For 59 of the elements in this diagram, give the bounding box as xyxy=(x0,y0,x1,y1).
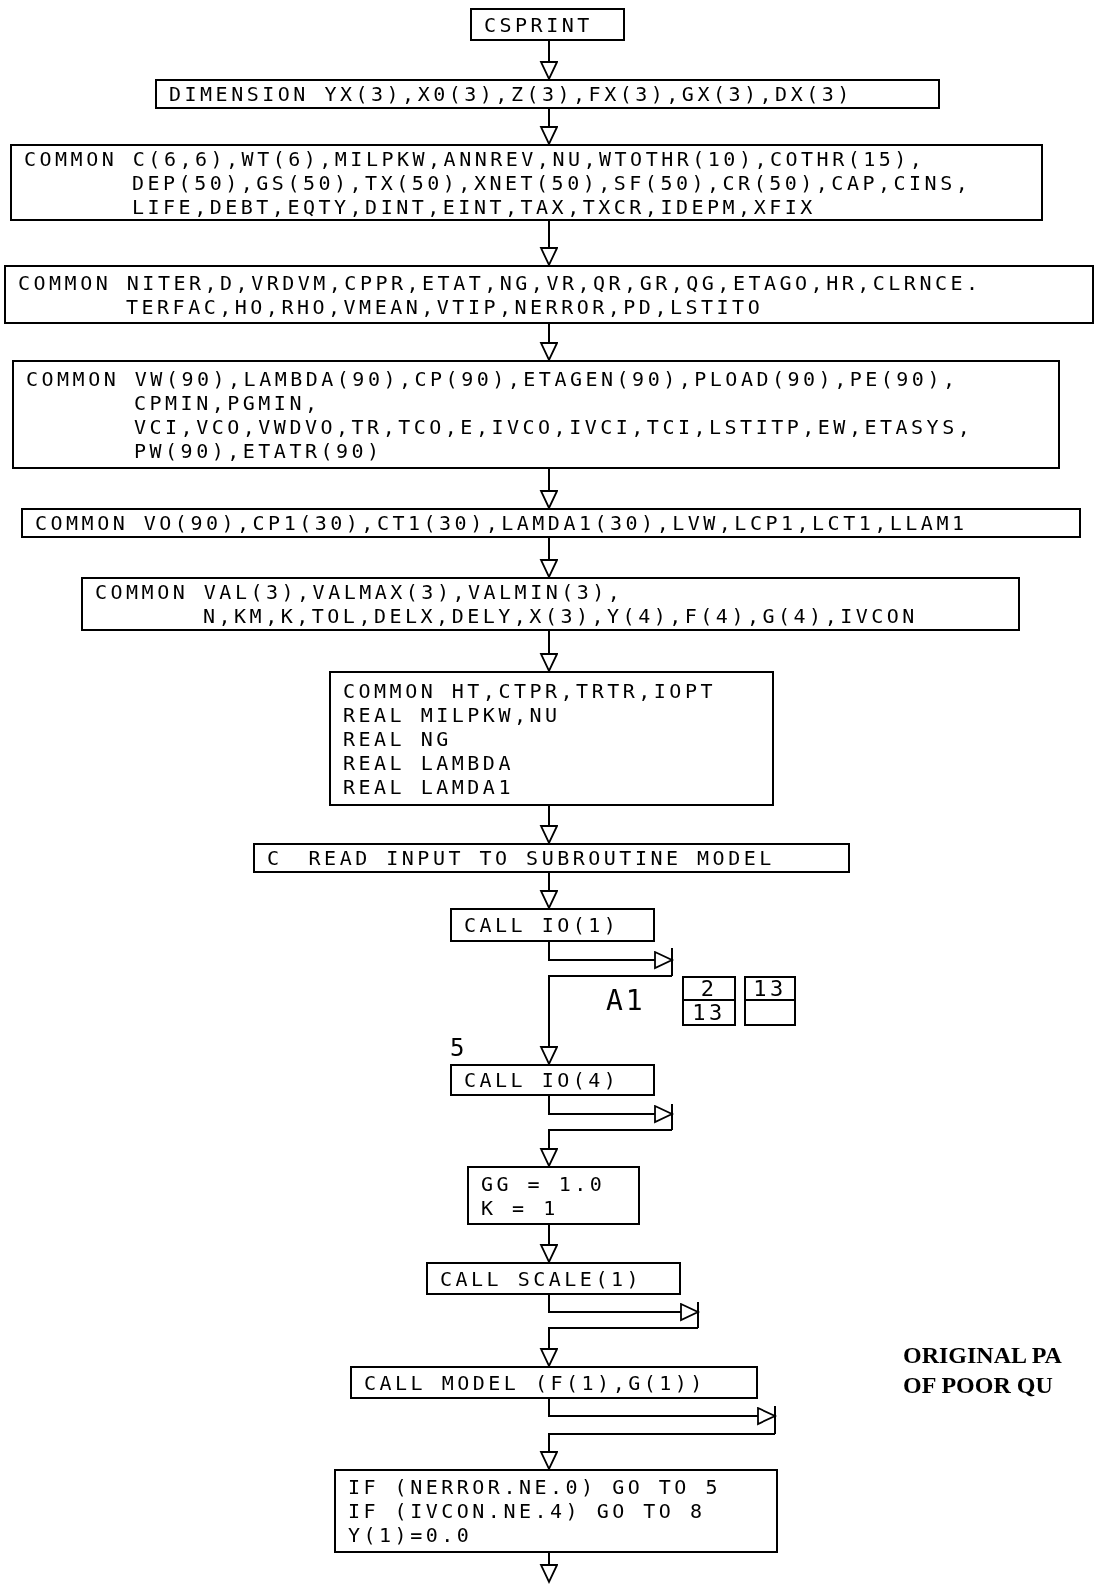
code-line: REAL NG xyxy=(343,726,453,751)
flow-arrow xyxy=(540,323,558,361)
code-statement: COMMON VAL(3),VALMAX(3),VALMIN(3), N,KM,K,TOL,DELX,DELY,X(3),Y(4),F(4),G(4),IVCON xyxy=(95,580,919,628)
code-line: READ INPUT TO SUBROUTINE MODEL xyxy=(308,846,775,870)
process-box xyxy=(4,265,1094,324)
code-line: IF (IVCON.NE.4) GO TO 8 xyxy=(348,1499,707,1523)
table-cell: 2 xyxy=(682,976,736,1001)
process-box xyxy=(155,79,940,109)
code-line: Y(1)=0.0 xyxy=(348,1523,474,1547)
process-box xyxy=(426,1262,681,1295)
code-line: DIMENSION YX(3),X0(3),Z(3),FX(3),GX(3),DX(3) xyxy=(169,82,854,106)
table-cell: 13 xyxy=(682,1001,736,1026)
process-box xyxy=(334,1469,778,1553)
flow-arrow xyxy=(540,941,673,1065)
process-box xyxy=(81,577,1020,631)
code-line: CALL IO(4) xyxy=(464,1068,621,1092)
process-box xyxy=(450,908,655,942)
process-box xyxy=(350,1366,758,1399)
connector-label: A1 xyxy=(606,983,646,1019)
code-line: CALL IO(1) xyxy=(464,913,621,937)
code-line: K = 1 xyxy=(481,1195,560,1220)
code-line: REAL MILPKW,NU xyxy=(343,702,562,727)
process-box xyxy=(253,843,850,873)
code-line: REAL LAMBDA xyxy=(343,750,515,775)
statement-number: 5 xyxy=(450,1036,468,1060)
flow-arrow xyxy=(540,872,558,909)
table-cell: 13 xyxy=(744,976,796,1001)
code-line: REAL LAMDA1 xyxy=(343,774,515,799)
code-line: CALL MODEL (F(1),G(1)) xyxy=(364,1370,707,1395)
process-box xyxy=(329,671,774,806)
code-line: IF (NERROR.NE.0) GO TO 5 xyxy=(348,1475,722,1499)
flow-arrow xyxy=(540,468,558,509)
flow-arrow xyxy=(540,1552,558,1583)
code-statement: COMMON NITER,D,VRDVM,CPPR,ETAT,NG,VR,QR,GR,QG,ETAGO,HR,CLRNCE. TERFAC,HO,RHO,VMEAN,VTIP,NERROR,PD,LSTITO xyxy=(18,270,983,319)
process-box xyxy=(467,1166,640,1225)
flow-arrow xyxy=(540,1398,776,1470)
flow-arrow xyxy=(540,1095,673,1167)
code-statement: COMMON C(6,6),WT(6),MILPKW,ANNREV,NU,WTOTHR(10),COTHR(15), DEP(50),GS(50),TX(50),XNET(50),SF(50),CR(50),CAP,CINS, LIFE,DEBT,EQTY,DINT,EINT,TAX,TXCR,IDEPM,XFIX xyxy=(24,146,973,219)
flow-arrow xyxy=(540,537,558,578)
code-line: COMMON HT,CTPR,TRTR,IOPT xyxy=(343,678,717,703)
code-line: C xyxy=(267,846,283,870)
code-line: GG = 1.0 xyxy=(481,1171,607,1196)
process-box xyxy=(450,1064,655,1096)
flow-arrow xyxy=(540,1294,699,1367)
stamp-text: OF POOR QU xyxy=(903,1371,1053,1400)
flow-arrow xyxy=(540,1224,558,1263)
code-statement: COMMON VW(90),LAMBDA(90),CP(90),ETAGEN(90),PLOAD(90),PE(90), CPMIN,PGMIN, VCI,VCO,VWDVO,TR,TCO,E,IVCO,IVCI,TCI,LSTITP,EW,ETASYS, PW(90),ETATR(90) xyxy=(26,366,975,463)
code-line: CSPRINT xyxy=(484,12,594,37)
code-line: COMMON VO(90),CP1(30),CT1(30),LAMDA1(30),LVW,LCP1,LCT1,LLAM1 xyxy=(35,511,969,535)
flow-arrow xyxy=(540,108,558,145)
flow-arrow xyxy=(540,40,558,80)
flow-arrow xyxy=(540,805,558,844)
flow-arrow xyxy=(540,630,558,672)
code-line: CALL SCALE(1) xyxy=(440,1266,644,1291)
process-box xyxy=(21,508,1081,538)
process-box xyxy=(12,360,1060,469)
stamp-text: ORIGINAL PA xyxy=(903,1341,1062,1370)
process-box xyxy=(470,8,625,41)
flow-arrow xyxy=(540,220,558,266)
